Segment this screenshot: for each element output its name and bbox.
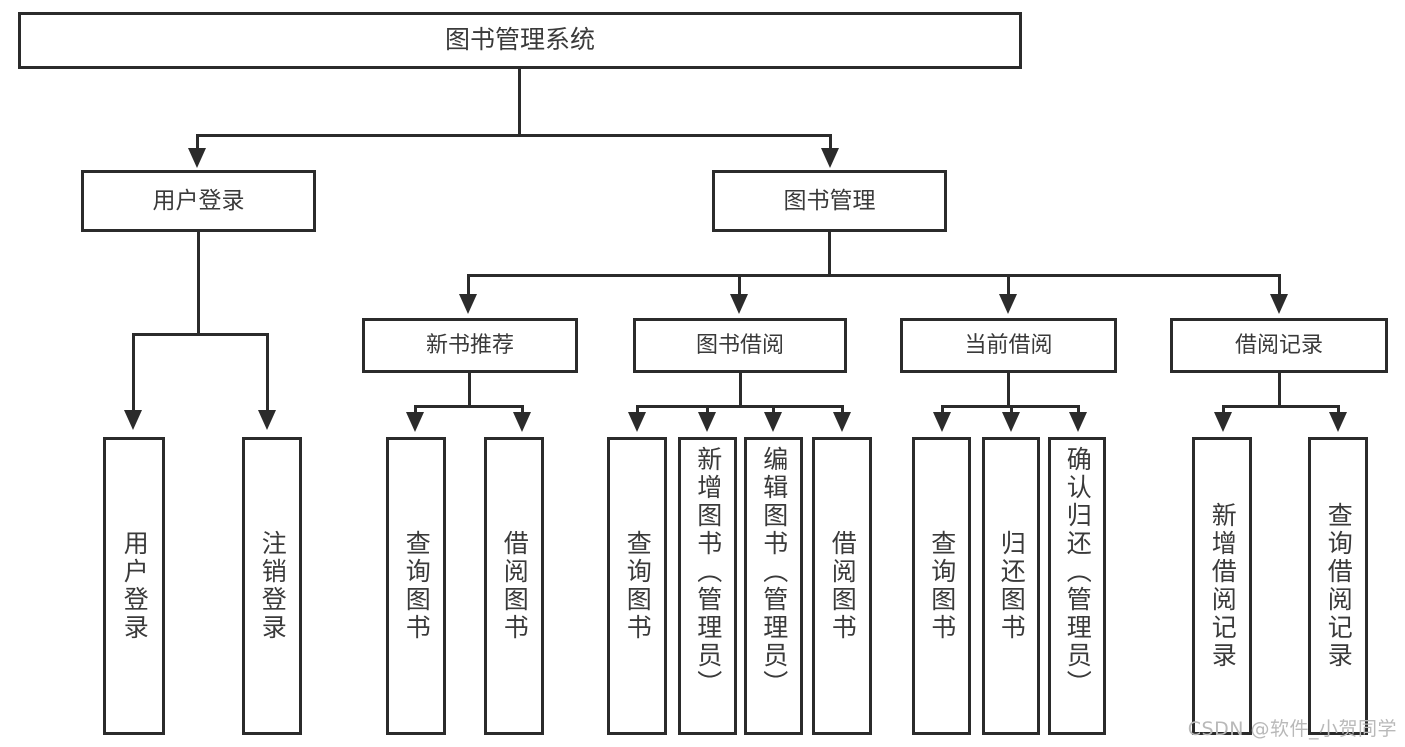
arrowhead-nbr-query-book	[406, 412, 424, 432]
arrowhead-bb-add-book	[698, 412, 716, 432]
leaf-record-query-record[interactable]: 查询借阅记录	[1308, 437, 1368, 735]
connector-br-child-2	[1337, 405, 1340, 415]
arrowhead-cb-query-book	[933, 412, 951, 432]
arrowhead-nbr-borrow-book	[513, 412, 531, 432]
leaf-borrow-edit-book-admin[interactable]: 编辑图书（管理员）	[744, 437, 803, 735]
node-borrow-record[interactable]: 借阅记录	[1170, 318, 1388, 373]
arrowhead-leaf-user-login	[124, 410, 142, 430]
node-book-borrow[interactable]: 图书借阅	[633, 318, 847, 373]
arrowhead-leaf-logout	[258, 410, 276, 430]
node-label: 图书借阅	[695, 332, 784, 358]
connector-cb-child-3	[1077, 405, 1080, 415]
node-label: 用户登录	[152, 187, 245, 214]
leaf-label: 新增图书（管理员）	[693, 446, 723, 698]
arrowhead-new-book-rec	[459, 294, 477, 314]
leaf-logout[interactable]: 注销登录	[242, 437, 302, 735]
connector-bm-child-3	[1007, 274, 1010, 298]
leaf-label: 归还图书	[997, 530, 1027, 642]
arrowhead-bb-edit-book	[764, 412, 782, 432]
leaf-label: 借阅图书	[500, 530, 530, 642]
connector-cb-stem	[1007, 373, 1010, 407]
connector-cb-child-2	[1010, 405, 1013, 415]
leaf-borrow-query-book[interactable]: 查询图书	[607, 437, 667, 735]
connector-bb-stem	[739, 373, 742, 407]
connector-nbr-bus	[414, 405, 524, 408]
connector-bm-child-4	[1278, 274, 1281, 298]
connector-user-login-stem	[197, 232, 200, 335]
node-user-login[interactable]: 用户登录	[81, 170, 316, 232]
connector-user-login-child-2	[266, 333, 269, 413]
node-label: 当前借阅	[964, 332, 1053, 358]
arrowhead-cb-confirm-return	[1069, 412, 1087, 432]
leaf-current-query-book[interactable]: 查询图书	[912, 437, 971, 735]
leaf-current-return-book[interactable]: 归还图书	[982, 437, 1040, 735]
connector-root-stem	[518, 69, 521, 136]
connector-br-stem	[1278, 373, 1281, 407]
arrowhead-bb-query-book	[628, 412, 646, 432]
leaf-label: 用户登录	[120, 530, 150, 642]
connector-book-mgmt-bus	[467, 274, 1281, 277]
connector-bb-child-1	[636, 405, 639, 415]
node-root-system[interactable]: 图书管理系统	[18, 12, 1022, 69]
connector-bb-child-4	[841, 405, 844, 415]
node-book-management[interactable]: 图书管理	[712, 170, 947, 232]
connector-user-login-bus	[132, 333, 269, 336]
node-label: 图书管理	[783, 187, 876, 214]
connector-root-bus	[196, 134, 832, 137]
connector-br-bus	[1222, 405, 1340, 408]
leaf-record-add-record[interactable]: 新增借阅记录	[1192, 437, 1252, 735]
arrowhead-book-borrow	[730, 294, 748, 314]
arrowhead-bb-borrow-book	[833, 412, 851, 432]
leaf-new-book-query-book[interactable]: 查询图书	[386, 437, 446, 735]
connector-nbr-child-1	[414, 405, 417, 415]
connector-br-child-1	[1222, 405, 1225, 415]
leaf-new-book-borrow-book[interactable]: 借阅图书	[484, 437, 544, 735]
connector-bb-bus	[636, 405, 844, 408]
leaf-current-confirm-return-admin[interactable]: 确认归还（管理员）	[1048, 437, 1106, 735]
leaf-borrow-add-book-admin[interactable]: 新增图书（管理员）	[678, 437, 737, 735]
connector-nbr-child-2	[521, 405, 524, 415]
connector-bb-child-2	[706, 405, 709, 415]
leaf-label: 编辑图书（管理员）	[759, 446, 789, 698]
connector-bm-child-2	[738, 274, 741, 298]
leaf-label: 查询图书	[402, 530, 432, 642]
connector-cb-child-1	[941, 405, 944, 415]
node-label: 借阅记录	[1234, 332, 1323, 358]
connector-nbr-stem	[468, 373, 471, 407]
leaf-label: 确认归还（管理员）	[1063, 446, 1093, 698]
node-label: 新书推荐	[425, 332, 514, 358]
leaf-label: 查询图书	[623, 530, 653, 642]
arrowhead-current-borrow	[999, 294, 1017, 314]
leaf-label: 借阅图书	[828, 530, 858, 642]
leaf-user-login[interactable]: 用户登录	[103, 437, 165, 735]
leaf-label: 查询图书	[927, 530, 957, 642]
connector-book-mgmt-stem	[828, 232, 831, 276]
node-new-book-recommend[interactable]: 新书推荐	[362, 318, 578, 373]
connector-user-login-child-1	[132, 333, 135, 413]
connector-bm-child-1	[467, 274, 470, 298]
node-label: 图书管理系统	[444, 25, 595, 55]
arrowhead-br-add-record	[1214, 412, 1232, 432]
arrowhead-borrow-record	[1270, 294, 1288, 314]
leaf-borrow-borrow-book[interactable]: 借阅图书	[812, 437, 872, 735]
arrowhead-cb-return-book	[1002, 412, 1020, 432]
leaf-label: 注销登录	[258, 530, 288, 642]
connector-root-to-user-login	[196, 134, 199, 152]
arrowhead-br-query-record	[1329, 412, 1347, 432]
csdn-watermark: CSDN @软件_小贺同学	[1187, 718, 1397, 740]
leaf-label: 查询借阅记录	[1324, 502, 1354, 670]
connector-bb-child-3	[772, 405, 775, 415]
leaf-label: 新增借阅记录	[1208, 502, 1238, 670]
connector-root-to-book-mgmt	[829, 134, 832, 152]
arrowhead-book-mgmt	[821, 148, 839, 168]
node-current-borrow[interactable]: 当前借阅	[900, 318, 1117, 373]
arrowhead-user-login	[188, 148, 206, 168]
